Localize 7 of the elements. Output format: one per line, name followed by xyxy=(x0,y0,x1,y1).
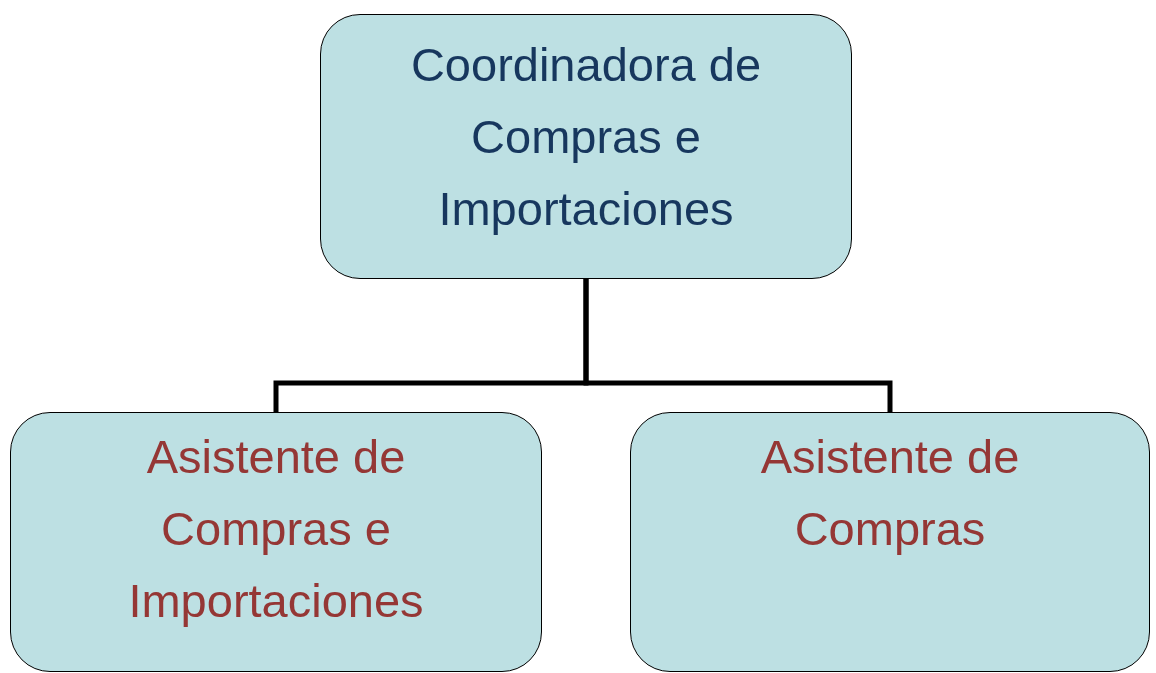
role-title: Asistente de Compras e Importaciones xyxy=(127,429,425,629)
org-box xyxy=(630,412,1150,672)
org-box xyxy=(320,14,852,279)
role-title: Coordinadora de Compras e Importaciones xyxy=(409,37,763,237)
role-title: Asistente de Compras xyxy=(759,429,1021,557)
connector-line xyxy=(583,279,893,412)
org-box xyxy=(10,412,542,672)
